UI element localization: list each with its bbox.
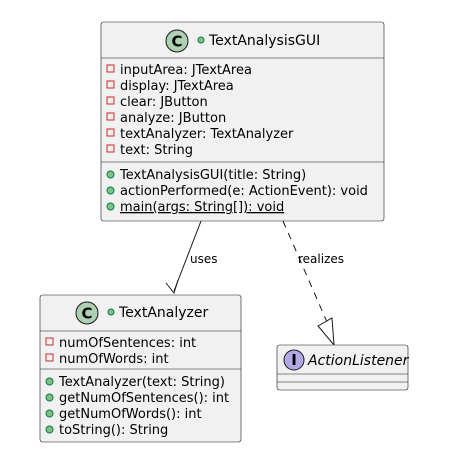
private-field-icon	[106, 80, 115, 89]
private-field-icon	[45, 353, 54, 362]
realizes-label: realizes	[298, 252, 344, 266]
interface-stereotype-icon	[283, 349, 305, 371]
interface-box	[276, 344, 409, 391]
uses-label: uses	[190, 252, 218, 266]
method-to-string: toString(): String	[59, 423, 168, 438]
class-box	[39, 294, 242, 443]
relation-uses: uses	[165, 220, 218, 295]
relation-realizes: realizes	[282, 220, 344, 347]
public-method-icon	[45, 425, 54, 434]
interface-name: ActionListener	[307, 353, 410, 369]
private-field-icon	[106, 96, 115, 105]
public-method-icon	[106, 202, 115, 211]
class-text-analyzer: C TextAnalyzer numOfSentences: int numOf…	[39, 294, 242, 443]
method-get-num-of-sentences: getNumOfSentences(): int	[59, 391, 229, 406]
class-name: TextAnalyzer	[118, 305, 208, 321]
field-text-analyzer: textAnalyzer: TextAnalyzer	[120, 127, 294, 142]
class-stereotype-letter: C	[81, 305, 92, 323]
class-stereotype-letter: C	[171, 33, 182, 51]
realization-arrowhead	[317, 317, 335, 347]
field-clear: clear: JButton	[120, 95, 208, 110]
public-method-icon	[45, 377, 54, 386]
class-stereotype-icon	[75, 301, 99, 325]
method-constructor: TextAnalysisGUI(title: String)	[119, 168, 306, 183]
public-method-icon	[106, 170, 115, 179]
interface-action-listener: I ActionListener	[276, 344, 410, 391]
method-get-num-of-words: getNumOfWords(): int	[59, 407, 202, 422]
private-field-icon	[106, 128, 115, 137]
field-num-of-words: numOfWords: int	[59, 352, 169, 367]
class-stereotype-icon	[165, 29, 189, 53]
field-text: text: String	[120, 143, 193, 158]
private-field-icon	[45, 337, 54, 346]
public-class-dot	[107, 308, 115, 316]
public-method-icon	[45, 393, 54, 402]
class-text-analysis-gui: C TextAnalysisGUI inputArea: JTextArea d…	[100, 21, 385, 222]
field-input-area: inputArea: JTextArea	[120, 63, 252, 78]
method-main-static: main(args: String[]): void	[120, 200, 284, 215]
interface-stereotype-letter: I	[291, 351, 297, 369]
uses-arrowhead	[165, 279, 179, 295]
field-analyze: analyze: JButton	[120, 111, 226, 126]
realizes-edge-line	[282, 220, 328, 323]
public-class-dot	[197, 36, 205, 44]
uses-edge-line	[173, 220, 202, 292]
public-method-icon	[106, 186, 115, 195]
private-field-icon	[106, 64, 115, 73]
field-num-of-sentences: numOfSentences: int	[59, 336, 196, 351]
method-constructor: TextAnalyzer(text: String)	[58, 375, 225, 390]
field-display: display: JTextArea	[120, 79, 234, 94]
class-name: TextAnalysisGUI	[208, 33, 320, 49]
class-box	[100, 21, 385, 222]
public-method-icon	[45, 409, 54, 418]
private-field-icon	[106, 112, 115, 121]
method-action-performed: actionPerformed(e: ActionEvent): void	[120, 184, 368, 199]
private-field-icon	[106, 144, 115, 153]
